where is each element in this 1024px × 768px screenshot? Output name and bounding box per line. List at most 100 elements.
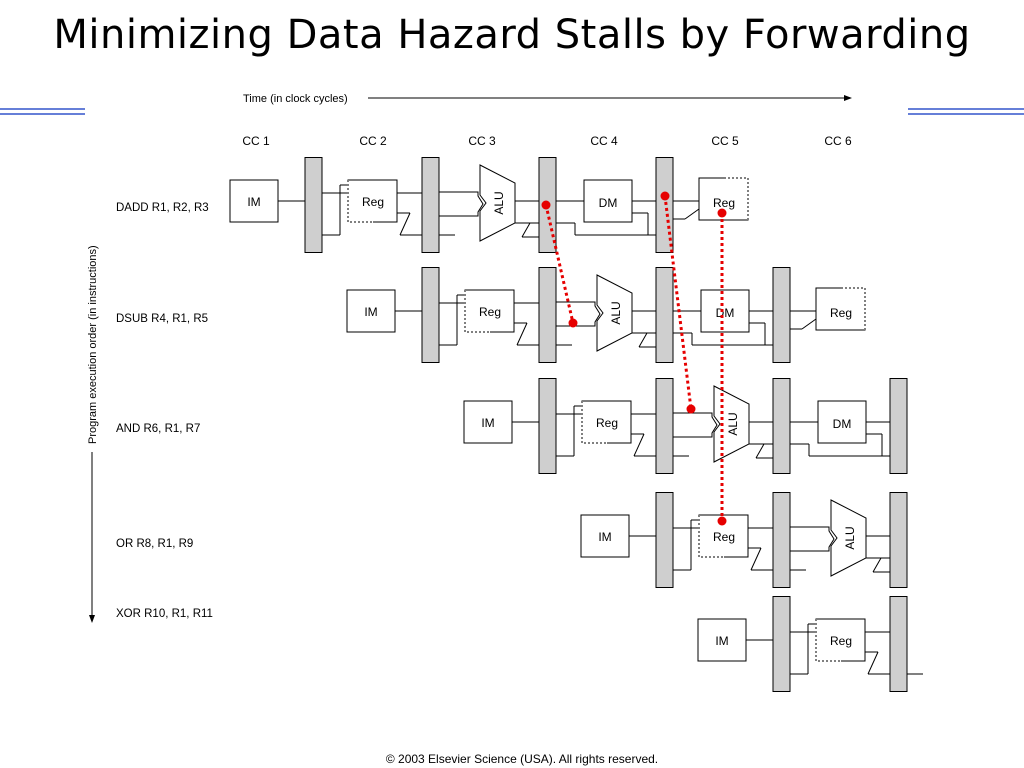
reg-label: Reg	[830, 634, 852, 648]
pipeline-register	[655, 267, 674, 363]
forwarding-source-dot	[541, 200, 551, 210]
clock-cycle-label: CC 4	[590, 134, 618, 148]
pipeline-register	[538, 267, 557, 363]
instruction-label: DSUB R4, R1, R5	[116, 313, 208, 325]
im-stage	[580, 514, 630, 558]
dm-label: DM	[716, 306, 735, 320]
dm-stage	[583, 179, 633, 223]
datapath-bus	[790, 526, 835, 552]
forwarding-paths	[541, 191, 727, 526]
pipeline-register	[772, 267, 791, 363]
instruction-label: DADD R1, R2, R3	[116, 202, 209, 214]
datapath-bus	[673, 412, 718, 438]
wire	[633, 433, 645, 457]
wire	[750, 547, 762, 571]
forwarding-target-dot	[686, 404, 696, 414]
pipeline-register	[772, 596, 791, 692]
time-axis-arrowhead	[844, 95, 852, 101]
wire	[867, 651, 879, 675]
wire	[872, 557, 882, 573]
copyright-notice: © 2003 Elsevier Science (USA). All right…	[385, 752, 659, 766]
clock-cycle-label: CC 6	[824, 134, 852, 148]
instruction-label: XOR R10, R1, R11	[116, 608, 213, 620]
im-stage	[463, 400, 513, 444]
im-stage	[346, 289, 396, 333]
alu-stage	[596, 274, 633, 352]
reg-read-stage	[581, 400, 632, 444]
im-label: IM	[715, 634, 728, 648]
pipeline-register	[889, 378, 908, 474]
pipeline-register	[772, 492, 791, 588]
alu-label: ALU	[726, 412, 740, 435]
wire	[638, 332, 648, 348]
clock-cycle-label: CC 2	[359, 134, 387, 148]
reg-read-half	[347, 180, 373, 223]
accent-lines	[0, 108, 1024, 115]
instruction-label: AND R6, R1, R7	[116, 423, 200, 435]
reg-read-half	[464, 290, 490, 333]
reg-read-half	[581, 401, 607, 444]
clock-cycle-label: CC 1	[242, 134, 270, 148]
pipeline-row: IM Reg ALU	[580, 492, 908, 588]
reg-label: Reg	[713, 196, 735, 210]
dm-stage	[700, 289, 750, 333]
forwarding-target-dot	[568, 318, 578, 328]
wire	[684, 208, 700, 220]
dm-label: DM	[833, 417, 852, 431]
time-axis-label: Time (in clock cycles)	[243, 93, 348, 105]
pipeline-register	[421, 157, 440, 253]
forwarding-target-dot	[717, 516, 727, 526]
pipeline-register	[304, 157, 323, 253]
pipeline-row: IM Reg ALU DM Reg	[229, 157, 749, 253]
reg-label: Reg	[713, 530, 735, 544]
forwarding-path	[544, 204, 575, 324]
program-order-axis-label: Program execution order (in instructions…	[87, 245, 99, 444]
alu-stage	[479, 164, 516, 242]
clock-cycle-label: CC 5	[711, 134, 739, 148]
slide-title: Minimizing Data Hazard Stalls by Forward…	[53, 12, 971, 58]
dm-label: DM	[599, 196, 618, 210]
im-label: IM	[598, 530, 611, 544]
reg-read-stage	[464, 289, 515, 333]
pipeline-row: IM Reg	[697, 596, 923, 692]
pipeline-register	[538, 378, 557, 474]
alu-stage	[830, 499, 867, 577]
reg-read-half	[698, 515, 724, 558]
pipeline-register	[421, 267, 440, 363]
reg-label: Reg	[596, 416, 618, 430]
dm-stage	[817, 400, 867, 444]
pipeline-row: IM Reg ALU DM	[463, 378, 908, 474]
reg-label: Reg	[830, 306, 852, 320]
clock-cycle-label: CC 3	[468, 134, 496, 148]
wire	[516, 322, 528, 346]
alu-label: ALU	[492, 191, 506, 214]
reg-label: Reg	[479, 305, 501, 319]
datapath-bus	[556, 301, 601, 327]
instruction-label: OR R8, R1, R9	[116, 538, 193, 550]
alu-label: ALU	[843, 526, 857, 549]
wire	[755, 443, 765, 459]
im-label: IM	[364, 305, 377, 319]
reg-read-half	[815, 619, 841, 662]
im-label: IM	[247, 195, 260, 209]
wire	[801, 318, 817, 330]
instruction-labels: DADD R1, R2, R3 DSUB R4, R1, R5 AND R6, R1…	[116, 202, 213, 620]
reg-label: Reg	[362, 195, 384, 209]
pipeline-register	[655, 378, 674, 474]
im-label: IM	[481, 416, 494, 430]
datapath-bus	[439, 191, 484, 217]
pipeline-register	[889, 492, 908, 588]
forwarding-source-dot	[717, 208, 727, 218]
pipeline-register	[655, 492, 674, 588]
wire	[521, 222, 531, 238]
reg-write-half	[841, 287, 866, 330]
wire	[399, 212, 411, 236]
alu-label: ALU	[609, 301, 623, 324]
reg-write-stage	[815, 287, 866, 331]
program-order-axis-arrowhead	[89, 615, 95, 623]
pipeline-row: IM Reg ALU DM Reg	[346, 267, 866, 363]
reg-write-half	[724, 177, 749, 220]
pipeline-register	[772, 378, 791, 474]
